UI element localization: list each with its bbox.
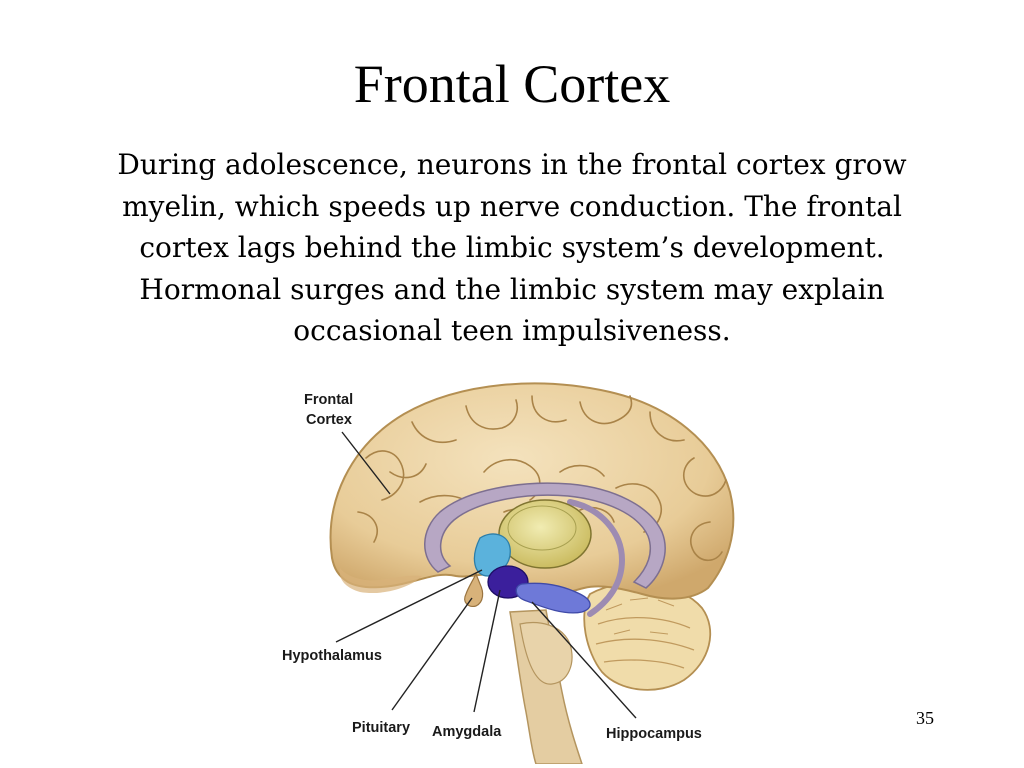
brain-illustration: Frontal Cortex Hypothalamus Pituitary Am… [282, 382, 735, 764]
fornix [567, 499, 626, 617]
amygdala-label: Amygdala [432, 724, 502, 740]
frontal-cortex-label-line1: Frontal [304, 392, 353, 408]
hippocampus-label: Hippocampus [606, 726, 702, 742]
hippocampus-leader [531, 601, 637, 719]
thalamus [498, 499, 592, 569]
brain-diagram: Frontal Cortex Hypothalamus Pituitary Am… [270, 362, 750, 764]
frontal-lobe-edge [339, 568, 422, 594]
body-line: During adolescence, neurons in the front… [117, 148, 907, 181]
frontal-cortex-leader [341, 431, 391, 495]
pons [519, 622, 573, 685]
body-line: cortex lags behind the limbic system’s d… [139, 231, 885, 264]
slide-title: Frontal Cortex [353, 54, 671, 114]
pituitary-label: Pituitary [352, 720, 410, 736]
pituitary-structure [464, 572, 484, 607]
body-line: Hormonal surges and the limbic system ma… [139, 272, 885, 306]
pituitary-leader [391, 597, 473, 711]
corpus-callosum [424, 482, 666, 589]
hypothalamus-leader [335, 569, 483, 643]
hypothalamus-label: Hypothalamus [282, 648, 382, 664]
slide-body-text: During adolescence, neurons in the front… [80, 144, 944, 352]
frontal-cortex-label-line2: Cortex [306, 412, 352, 428]
amygdala-leader [473, 589, 501, 713]
page-number: 35 [916, 708, 934, 728]
hippocampus-structure [515, 582, 591, 614]
cerebellum [583, 581, 711, 691]
leader-lines [335, 431, 637, 719]
body-line: myelin, which speeds up nerve conduction… [122, 189, 902, 223]
body-line: occasional teen impulsiveness. [293, 314, 731, 347]
